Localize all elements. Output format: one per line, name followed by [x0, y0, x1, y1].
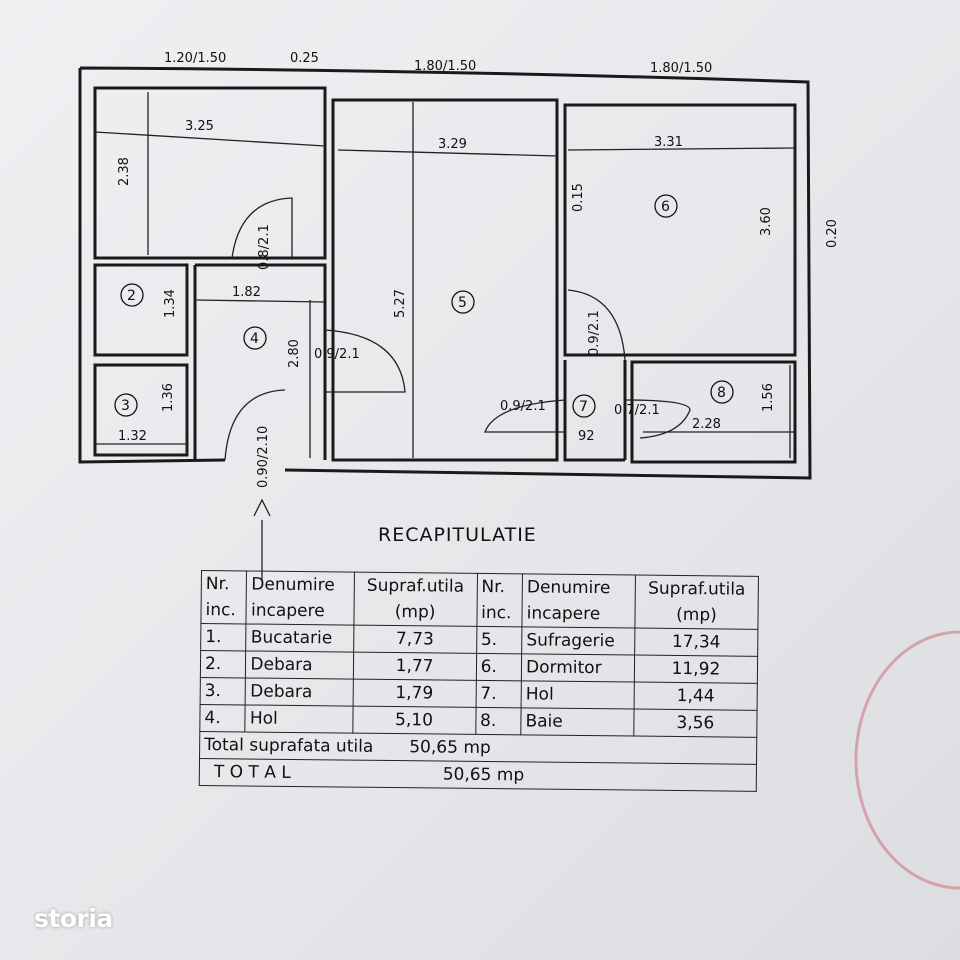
total-row: T O T A L 50,65 mp: [199, 758, 757, 792]
row-area: 11,92: [634, 655, 758, 684]
total-value: 50,65 mp: [442, 764, 525, 786]
room1-door: 0.8/2.1: [257, 224, 272, 270]
room8-width: 2.28: [692, 417, 721, 432]
room-number-circles: [114, 194, 734, 418]
room6-number: 6: [661, 199, 670, 215]
row-area: 1,79: [352, 679, 476, 708]
row-name: Hol: [245, 704, 353, 734]
row-area: 17,34: [634, 628, 758, 657]
room7-door-right: 0.7/2.1: [614, 403, 660, 418]
room2-height: 1.34: [163, 289, 178, 318]
row-nr: 1.: [200, 623, 247, 651]
window-dim-1: 1.20/1.50: [164, 51, 226, 66]
header-unit-2: (mp): [676, 604, 717, 626]
row-name: Bucatarie: [246, 623, 354, 653]
row-area: 1,44: [633, 682, 758, 711]
official-stamp: [854, 630, 960, 890]
recap-table: Nr. inc. Denumire incapere Supraf.utila (mp…: [199, 570, 759, 792]
row-name: Baie: [520, 707, 634, 737]
total-label: T O T A L: [213, 762, 291, 783]
row-nr: 4.: [199, 704, 246, 732]
window-dim-2: 1.80/1.50: [414, 59, 476, 74]
row-nr: 8.: [475, 707, 522, 735]
room7-door-left: 0.9/2.1: [500, 399, 546, 414]
header-suprafata: Supraf.utila: [366, 575, 465, 597]
row-name: Hol: [521, 680, 635, 710]
room8-number: 8: [717, 385, 726, 401]
room3-width: 1.32: [118, 429, 147, 444]
row-name: Debara: [245, 650, 354, 680]
header-inc-2: inc.: [481, 602, 512, 624]
room4-number: 4: [250, 331, 259, 347]
table-header-row: Nr. inc. Denumire incapere Supraf.utila (mp…: [200, 570, 759, 630]
row-area: 5,10: [352, 706, 476, 735]
room6-door: 0.9/2.1: [587, 310, 602, 356]
room5-number: 5: [458, 295, 467, 311]
header-denumire-2: Denumire: [526, 577, 611, 599]
dimension-lines: [94, 92, 796, 580]
room2-number: 2: [127, 288, 136, 304]
wall-dim-mid: 0.15: [571, 183, 586, 212]
room5-height: 5.27: [393, 289, 408, 318]
wall-dim-top: 0.25: [290, 51, 319, 66]
header-incapere: incapere: [250, 600, 325, 622]
row-area: 7,73: [353, 625, 477, 654]
room7-width: 92: [578, 429, 595, 444]
room1-width: 3.25: [185, 119, 214, 134]
entrance-door: 0.90/2.10: [256, 426, 271, 488]
room5-width: 3.29: [438, 137, 467, 152]
row-name: Dormitor: [521, 653, 635, 683]
row-area: 1,77: [352, 652, 477, 681]
row-nr: 2.: [200, 650, 247, 678]
room3-number: 3: [121, 398, 130, 414]
row-nr: 7.: [475, 680, 522, 708]
row-name: Debara: [245, 677, 353, 707]
row-nr: 5.: [476, 626, 523, 654]
room7-number: 7: [579, 399, 588, 415]
window-dim-3: 1.80/1.50: [650, 61, 712, 76]
header-nr: Nr.: [205, 574, 230, 595]
room1-height: 2.38: [117, 157, 132, 186]
row-name: Sufragerie: [521, 626, 635, 656]
total-useful-value: 50,65 mp: [409, 737, 491, 759]
storia-logo: storia: [34, 904, 113, 933]
header-unit: (mp): [394, 602, 436, 623]
row-nr: 3.: [200, 677, 246, 705]
room4-height: 2.80: [287, 339, 302, 368]
header-suprafata-2: Supraf.utila: [648, 578, 746, 600]
room3-height: 1.36: [161, 383, 176, 412]
room4-door: 0.9/2.1: [314, 347, 360, 362]
room6-height: 3.60: [759, 207, 774, 236]
row-area: 3,56: [633, 709, 758, 738]
header-denumire: Denumire: [251, 574, 335, 596]
room8-height: 1.56: [761, 383, 776, 412]
room4-width: 1.82: [232, 285, 261, 300]
recap-title: RECAPITULATIE: [378, 524, 537, 546]
header-incapere-2: incapere: [526, 603, 601, 625]
header-nr-2: Nr.: [481, 576, 506, 598]
room6-width: 3.31: [654, 135, 683, 150]
total-useful-label: Total suprafata utila: [204, 735, 374, 757]
wall-dim-right: 0.20: [825, 219, 840, 248]
header-inc: inc.: [205, 600, 236, 621]
row-nr: 6.: [475, 653, 522, 681]
